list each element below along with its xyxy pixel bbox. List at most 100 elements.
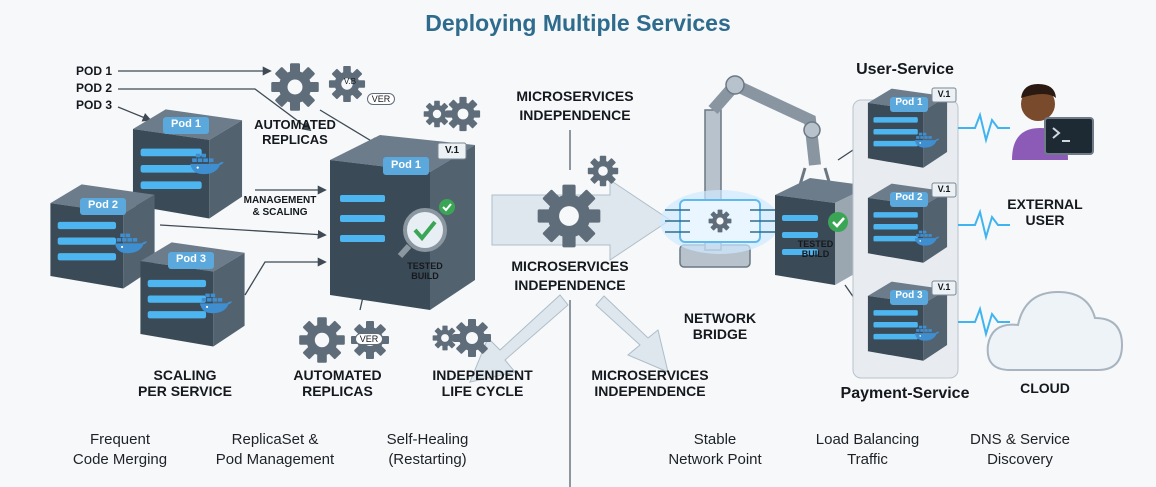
pod-list-item: POD 3	[76, 97, 113, 112]
label-line: BRIDGE	[692, 326, 748, 343]
payment-service-label: Payment-Service	[840, 385, 970, 402]
caption-line: Load Balancing	[815, 431, 920, 448]
pod3-badge	[168, 252, 214, 269]
management-scaling-label: MANAGEMENT & SCALING	[230, 195, 330, 218]
crate-tested-build: TESTED BUILD	[793, 239, 838, 260]
gear-icon	[299, 317, 345, 363]
caption-line: ReplicaSet &	[231, 431, 319, 448]
tested-build-server	[330, 135, 475, 310]
label-line: INDEPENDENCE	[514, 277, 626, 294]
pod1-label: Pod 1	[171, 118, 201, 130]
flow-arrow-left	[469, 294, 569, 383]
pod1-badge	[163, 117, 209, 134]
caption-line: Self-Healing	[386, 431, 469, 448]
independent-lifecycle-label: INDEPENDENT LIFE CYCLE	[420, 367, 545, 399]
caption-line: Network Point	[668, 450, 762, 468]
network-bridge-label: NETWORK BRIDGE	[670, 310, 770, 342]
pod3-arrow	[117, 106, 152, 122]
tested-text: TESTED	[797, 239, 834, 249]
arrow-pod2-main	[159, 224, 327, 240]
label-line: MANAGEMENT	[243, 195, 317, 206]
right-version-1: V.1	[937, 89, 951, 99]
right-pod2-badge	[890, 192, 928, 207]
right-pod1-version	[931, 87, 957, 103]
right-pod3-version	[931, 280, 957, 296]
pulse-icon	[958, 111, 1010, 144]
footer-caption-3: Self-Healing (Restarting)	[360, 430, 495, 469]
cloud-label: CLOUD	[1020, 380, 1070, 396]
caption-line: Frequent	[89, 431, 151, 448]
right-version-2: V.1	[937, 184, 951, 194]
pulse-icon	[958, 208, 1010, 241]
right-pod3-badge	[890, 290, 928, 305]
right-pod3-label: Pod 3	[895, 290, 923, 301]
label-line: INDEPENDENCE	[519, 107, 631, 124]
label-line: REPLICAS	[302, 383, 373, 400]
right-pod2-version	[931, 182, 957, 198]
label-line: PER SERVICE	[138, 383, 232, 400]
microservices-independence-bottom: MICROSERVICES INDEPENDENCE	[575, 367, 725, 399]
gear-icon	[453, 319, 491, 357]
microservices-independence-top: MICROSERVICES INDEPENDENCE	[500, 88, 650, 123]
automated-replicas-top: AUTOMATED REPLICAS	[240, 117, 350, 148]
arrow-pod3-main	[244, 257, 327, 296]
gear-tag-ver: VER	[367, 93, 395, 106]
label-line: SCALING	[153, 367, 217, 383]
pod-list-item: POD 2	[76, 80, 113, 95]
gear-icon	[537, 184, 601, 248]
label-line: INDEPENDENT	[432, 367, 533, 383]
right-pod1-label: Pod 1	[895, 97, 923, 108]
user-terminal-icon	[1012, 84, 1094, 160]
gear-tag-ver-bottom: VER	[355, 333, 383, 346]
label-line: AUTOMATED	[293, 367, 382, 383]
caption-line: (Restarting)	[388, 450, 467, 468]
label-line: NETWORK	[683, 310, 757, 326]
pod-list-item: POD 1	[76, 64, 113, 78]
microservices-independence-mid: MICROSERVICES INDEPENDENCE	[495, 258, 645, 293]
footer-caption-1: Frequent Code Merging	[55, 430, 185, 469]
label-line: INDEPENDENCE	[594, 383, 706, 400]
cloud-icon	[986, 290, 1124, 371]
tested-text: TESTED	[407, 261, 443, 271]
label-line: AUTOMATED	[254, 117, 336, 132]
caption-line: Code Merging	[72, 450, 168, 468]
gear-icon	[271, 63, 319, 111]
user-service-label: User-Service	[856, 61, 954, 78]
build-text: BUILD	[411, 271, 439, 282]
page-title: Deploying Multiple Services	[425, 10, 731, 36]
label-line: MICROSERVICES	[511, 258, 629, 274]
magnifier-check-icon	[397, 199, 455, 259]
label-line: LIFE CYCLE	[441, 383, 524, 400]
main-tested-build: TESTED BUILD	[395, 261, 455, 282]
label-line: REPLICAS	[262, 131, 328, 147]
caption-line: Traffic	[847, 450, 888, 468]
main-pod-label: Pod 1	[391, 159, 421, 171]
pulse-icon	[958, 305, 1010, 338]
label-line: USER	[1025, 212, 1065, 229]
flow-arrow-right	[595, 295, 669, 373]
gear-icon	[587, 155, 619, 187]
pod3-label: Pod 3	[176, 253, 206, 265]
label-line: MICROSERVICES	[516, 88, 634, 104]
caption-line: Discovery	[987, 450, 1053, 468]
footer-caption-6: DNS & Service Discovery	[950, 430, 1090, 469]
footer-caption-5: Load Balancing Traffic	[800, 430, 935, 469]
pod2-arrow	[118, 88, 312, 132]
automated-replicas-bottom: AUTOMATED REPLICAS	[280, 367, 395, 399]
external-user-label: EXTERNAL USER	[1000, 196, 1090, 228]
caption-line: Pod Management	[215, 450, 335, 468]
right-pod1-badge	[890, 97, 928, 112]
scaling-per-service-label: SCALING PER SERVICE	[125, 367, 245, 399]
pod2-label: Pod 2	[88, 199, 118, 211]
build-text: BUILD	[801, 249, 830, 260]
right-pod2-label: Pod 2	[895, 192, 923, 203]
label-line: EXTERNAL	[1007, 196, 1083, 212]
footer-caption-4: Stable Network Point	[650, 430, 780, 469]
arrow-automated-main	[319, 109, 380, 146]
network-chip-icon	[660, 190, 780, 254]
caption-line: DNS & Service	[969, 431, 1071, 448]
label-line: MICROSERVICES	[591, 367, 709, 383]
pod-list: POD 1 POD 2 POD 3	[76, 64, 113, 112]
label-line: & SCALING	[252, 206, 308, 218]
